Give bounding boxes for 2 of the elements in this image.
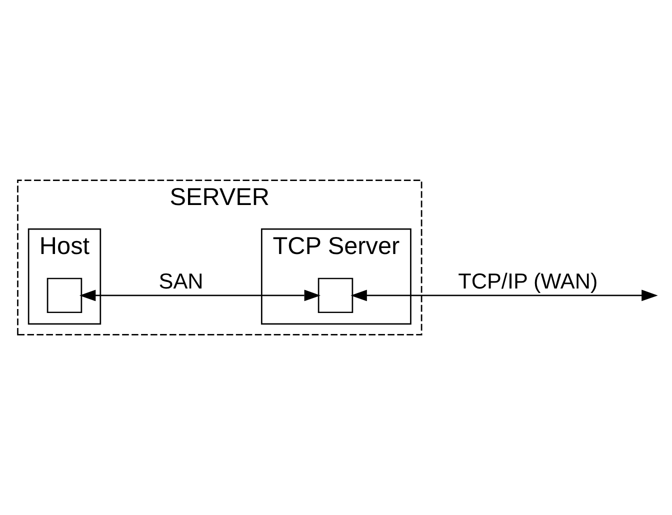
edge-label: SAN [158,268,204,294]
edge-label: TCP/IP (WAN) [458,268,598,294]
